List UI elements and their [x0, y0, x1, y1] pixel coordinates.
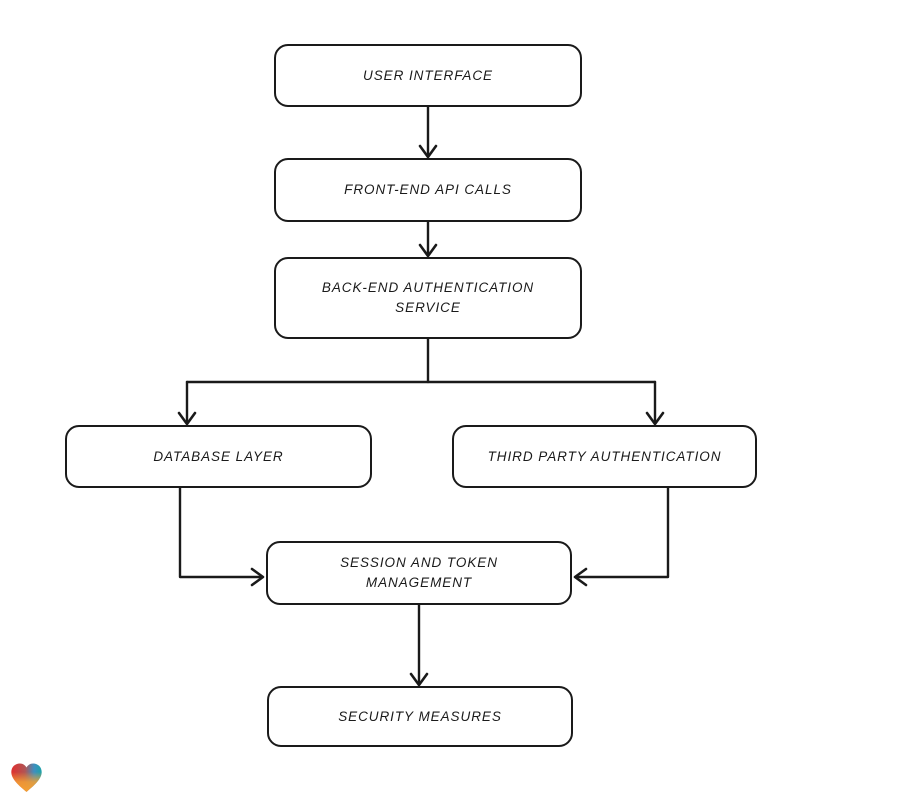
- node-label: FRONT-END API CALLS: [344, 182, 512, 197]
- node-session-and-token-management: SESSION AND TOKEN MANAGEMENT: [266, 541, 572, 605]
- heart-gradient-logo: [11, 763, 42, 792]
- node-label: DATABASE LAYER: [153, 448, 284, 464]
- edge-database-to-session: [178, 486, 265, 587]
- node-label: BACK-END AUTHENTICATION SERVICE: [321, 280, 535, 315]
- node-user-interface: USER INTERFACE: [274, 44, 582, 107]
- node-database-layer: DATABASE LAYER: [65, 425, 372, 488]
- node-label: SESSION AND TOKEN MANAGEMENT: [340, 555, 498, 590]
- node-front-end-api-calls: FRONT-END API CALLS: [274, 158, 582, 222]
- node-back-end-authentication-service: BACK-END AUTHENTICATION SERVICE: [274, 257, 582, 339]
- node-label: THIRD PARTY AUTHENTICATION: [487, 448, 722, 464]
- node-label: SECURITY MEASURES: [338, 708, 502, 724]
- node-third-party-authentication: THIRD PARTY AUTHENTICATION: [452, 425, 757, 488]
- node-security-measures: SECURITY MEASURES: [267, 686, 573, 747]
- edge-thirdparty-to-session: [573, 486, 670, 587]
- node-label: USER INTERFACE: [363, 67, 493, 83]
